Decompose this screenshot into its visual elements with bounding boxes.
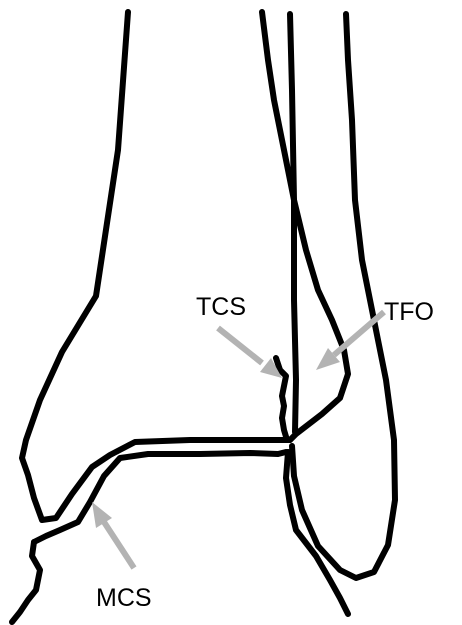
tibia xyxy=(22,12,348,520)
tcs-label: TCS xyxy=(196,293,246,321)
talus-medial-outline xyxy=(12,542,40,622)
fibula-lateral-outline xyxy=(292,14,395,578)
mcs-annotation: MCS xyxy=(92,502,152,612)
mcs-arrow-shaft xyxy=(104,522,134,568)
talus xyxy=(12,452,348,622)
mcs-arrow-head xyxy=(92,502,112,528)
tcs-arrow-shaft xyxy=(218,328,262,363)
fibula-medial-outline xyxy=(290,14,296,432)
fibula xyxy=(290,14,395,578)
tfo-label: TFO xyxy=(384,298,434,326)
mcs-label: MCS xyxy=(96,584,152,612)
tcs-annotation: TCS xyxy=(196,293,282,378)
tibia-medial-outline xyxy=(22,12,290,520)
